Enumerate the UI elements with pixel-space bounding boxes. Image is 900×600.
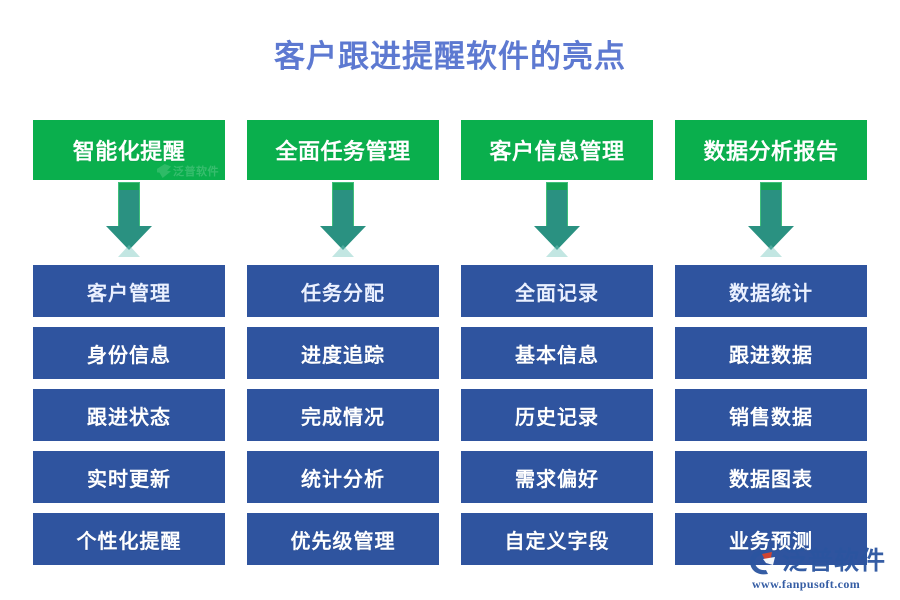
list-item[interactable]: 历史记录 [461,389,653,441]
column-1-items: 客户管理 身份信息 跟进状态 实时更新 个性化提醒 [33,265,225,565]
list-item[interactable]: 完成情况 [247,389,439,441]
list-item[interactable]: 数据图表 [675,451,867,503]
column-4-arrow [675,180,867,265]
list-item[interactable]: 进度追踪 [247,327,439,379]
column-3-header-label: 客户信息管理 [489,139,625,164]
brand-url: www.fanpusoft.com [751,577,861,591]
list-item[interactable]: 基本信息 [461,327,653,379]
column-3-arrow [461,180,653,265]
column-2: 全面任务管理 任务分配 进度追踪 完成情况 统计分析 优先级管理 [247,120,439,565]
list-item[interactable]: 需求偏好 [461,451,653,503]
list-item[interactable]: 个性化提醒 [33,513,225,565]
arrow-down-icon [106,182,152,257]
brand-logo: 泛普软件 www.fanpusoft.com [748,548,886,592]
column-1: 智能化提醒 泛普软件 客户管理 身份信息 跟进状态 实时 [33,120,225,565]
column-4-header-label: 数据分析报告 [703,139,839,164]
column-2-header-label: 全面任务管理 [275,139,411,164]
column-2-items: 任务分配 进度追踪 完成情况 统计分析 优先级管理 [247,265,439,565]
list-item[interactable]: 统计分析 [247,451,439,503]
column-1-arrow [33,180,225,265]
arrow-down-icon [534,182,580,257]
page-title: 客户跟进提醒软件的亮点 [274,39,626,74]
list-item[interactable]: 全面记录 [461,265,653,317]
column-1-header[interactable]: 智能化提醒 泛普软件 [33,120,225,180]
column-4-items: 数据统计 跟进数据 销售数据 数据图表 业务预测 [675,265,867,565]
list-item[interactable]: 跟进状态 [33,389,225,441]
list-item[interactable]: 跟进数据 [675,327,867,379]
fanpu-logo-icon [748,548,778,576]
columns-container: 智能化提醒 泛普软件 客户管理 身份信息 跟进状态 实时 [33,120,867,565]
list-item[interactable]: 任务分配 [247,265,439,317]
list-item[interactable]: 销售数据 [675,389,867,441]
arrow-down-icon [320,182,366,257]
column-2-header[interactable]: 全面任务管理 [247,120,439,180]
column-2-arrow [247,180,439,265]
list-item[interactable]: 身份信息 [33,327,225,379]
column-4-header[interactable]: 数据分析报告 [675,120,867,180]
column-3-header[interactable]: 客户信息管理 [461,120,653,180]
fanpu-logo-icon [157,164,171,178]
list-item[interactable]: 客户管理 [33,265,225,317]
brand-row: 泛普软件 [748,548,886,576]
column-3: 客户信息管理 全面记录 基本信息 历史记录 需求偏好 自定义字段 [461,120,653,565]
column-1-header-label: 智能化提醒 [72,139,186,164]
list-item[interactable]: 实时更新 [33,451,225,503]
list-item[interactable]: 数据统计 [675,265,867,317]
list-item[interactable]: 自定义字段 [461,513,653,565]
arrow-down-icon [748,182,794,257]
column-4: 数据分析报告 数据统计 跟进数据 销售数据 数据图表 业务预测 [675,120,867,565]
column-3-items: 全面记录 基本信息 历史记录 需求偏好 自定义字段 [461,265,653,565]
brand-name: 泛普软件 [781,548,886,575]
list-item[interactable]: 优先级管理 [247,513,439,565]
